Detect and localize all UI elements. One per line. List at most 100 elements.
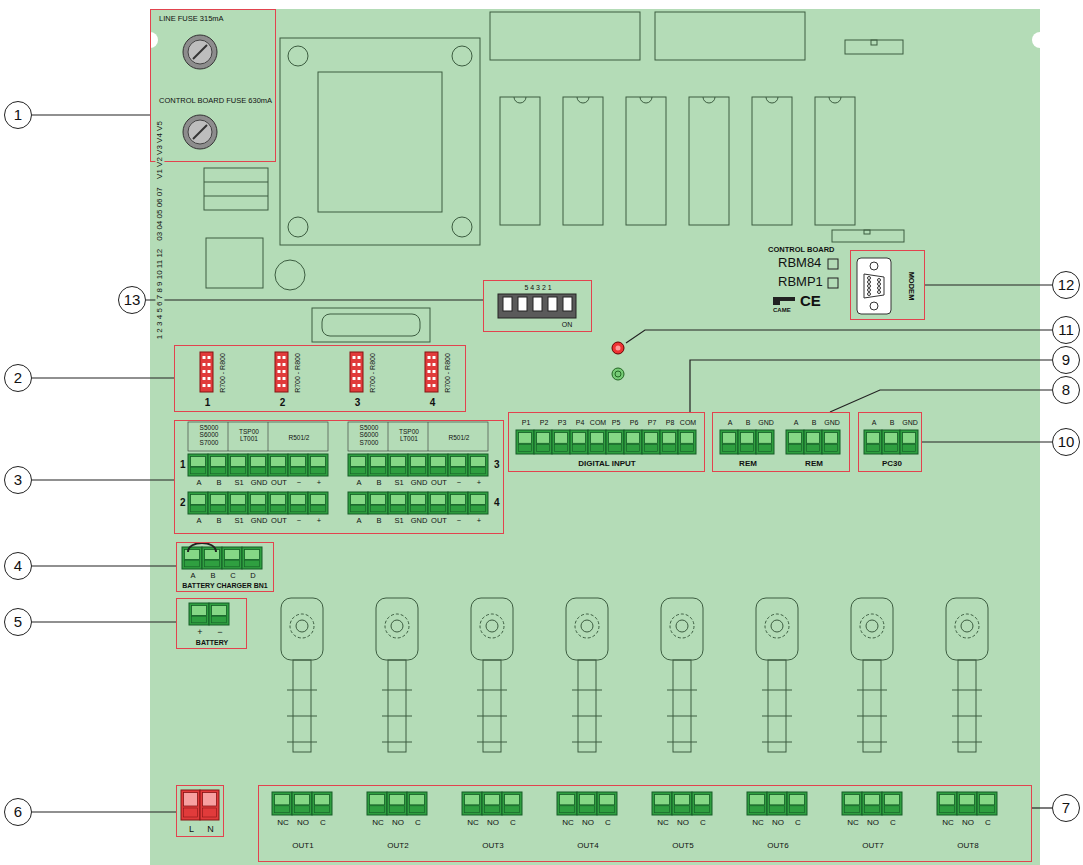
callout-number: 12 — [1058, 276, 1075, 293]
pin-hole — [278, 384, 281, 387]
terminal — [208, 492, 228, 514]
terminal-window — [203, 793, 217, 807]
board-label: + — [469, 479, 489, 488]
board-label: NO — [483, 818, 503, 827]
terminal-screw — [351, 467, 366, 474]
terminal-screw — [291, 467, 306, 474]
pin-hole — [203, 370, 206, 373]
terminal — [368, 492, 388, 514]
terminal-window — [291, 457, 306, 467]
terminal-body — [468, 454, 488, 476]
terminal — [534, 430, 552, 454]
terminal — [678, 430, 696, 454]
board-label: OUT — [429, 479, 449, 488]
board-label: GND — [901, 419, 919, 427]
led-ring — [615, 371, 621, 377]
board-label: OUT — [429, 517, 449, 526]
terminal-body — [408, 454, 428, 476]
leader-line — [146, 300, 483, 301]
board-marking: CONTROL BOARD — [768, 246, 835, 255]
callout-number: 2 — [14, 369, 22, 386]
pin-hole — [433, 377, 436, 380]
terminal-body — [597, 792, 617, 815]
terminal-screw — [251, 505, 266, 512]
terminal-body — [448, 454, 468, 476]
terminal — [882, 792, 902, 815]
leader-path — [922, 441, 1052, 442]
terminal — [387, 792, 407, 815]
transformer-core — [318, 72, 442, 212]
terminal — [428, 454, 448, 476]
terminal-screw — [465, 806, 480, 813]
terminal-body — [202, 547, 222, 569]
board-marking: RBMP1 — [778, 275, 823, 290]
terminal-body — [388, 454, 408, 476]
terminal-body — [882, 430, 900, 454]
relay-body — [851, 598, 893, 660]
relay-contact — [762, 716, 792, 717]
relay-contact — [477, 690, 507, 691]
terminal-window — [537, 433, 550, 444]
terminal — [268, 492, 288, 514]
brand-logo — [773, 297, 795, 305]
terminal-window — [865, 795, 880, 805]
callout-circle: 4 — [4, 552, 32, 580]
terminal — [242, 547, 262, 569]
terminal — [660, 430, 678, 454]
terminal — [202, 547, 222, 569]
header-box — [188, 422, 328, 451]
chip — [752, 97, 792, 225]
terminal-window — [311, 457, 326, 467]
terminal-window — [845, 795, 860, 805]
relay-contact — [572, 742, 602, 743]
board-label: NC — [653, 818, 673, 827]
pin-hole — [433, 384, 436, 387]
board-label: C — [883, 818, 903, 827]
board-label: B — [883, 419, 901, 427]
terminal-window — [750, 795, 765, 805]
terminal — [720, 430, 738, 454]
terminal-window — [271, 457, 286, 467]
terminal-screw — [645, 444, 658, 451]
terminal-screw — [275, 806, 290, 813]
leader-path — [146, 299, 483, 300]
callout-region: LN — [176, 785, 224, 837]
terminal-screw — [505, 806, 520, 813]
relay — [376, 598, 418, 752]
board-label: B — [369, 517, 389, 526]
pin-numbering: 1 2 3 4 5 6 7 8 9 10 11 12 — [155, 247, 164, 340]
transformer-hole — [452, 217, 472, 237]
callout-circle: 13 — [118, 286, 146, 314]
terminal-body — [672, 792, 692, 815]
terminal-body — [188, 492, 208, 514]
relay-contact — [857, 716, 887, 717]
board-label: C — [598, 818, 618, 827]
board-label: A — [721, 419, 739, 427]
terminal-screw — [519, 444, 532, 451]
terminal-screw — [980, 806, 995, 813]
transformer — [280, 38, 480, 245]
callout-circle: 5 — [4, 608, 32, 636]
board-label: GND — [409, 479, 429, 488]
socket — [490, 12, 640, 60]
terminal — [516, 430, 534, 454]
terminal-window — [271, 495, 286, 505]
terminal-window — [231, 457, 246, 467]
relay-contact — [477, 742, 507, 743]
terminal-body — [468, 492, 488, 514]
terminal-body — [182, 547, 202, 569]
leader-path — [830, 390, 1052, 412]
terminal-screw — [271, 505, 286, 512]
terminal-window — [311, 495, 326, 505]
callout-circle: 9 — [1052, 346, 1080, 374]
terminal-body — [181, 790, 200, 820]
terminal-window — [411, 495, 426, 505]
terminal-screw — [225, 560, 240, 567]
terminal — [189, 603, 209, 625]
board-label: ON — [556, 321, 578, 329]
pin-hole — [208, 356, 211, 359]
terminal-screw — [203, 808, 217, 817]
board-label: TSP00 LT001 — [395, 428, 423, 443]
dip-switch — [548, 297, 557, 311]
board-label: GND — [757, 419, 775, 427]
